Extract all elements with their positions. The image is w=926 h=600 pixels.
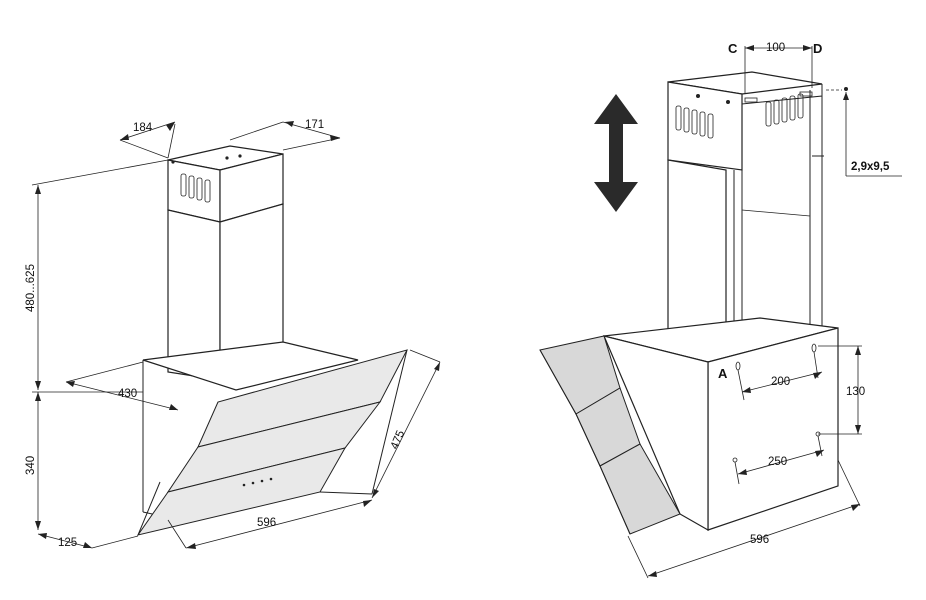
dim-340: 340 (25, 456, 37, 475)
chimney-lower-front (667, 159, 727, 345)
screw-hole (726, 100, 730, 104)
label-a: A (718, 366, 728, 381)
dim-100: 100 (766, 42, 785, 54)
frame-vent-slots-left (675, 105, 714, 139)
screw-spec: 2,9x9,5 (851, 161, 890, 173)
slot (744, 97, 758, 103)
dim-200: 200 (771, 376, 790, 388)
dim-184: 184 (133, 122, 153, 134)
dim-250: 250 (768, 456, 787, 468)
dim-596: 596 (257, 517, 276, 529)
left-hood-drawing: 184 171 480...625 340 430 475 (25, 119, 441, 549)
frame-vent-slots-right (765, 93, 804, 127)
control-buttons (242, 477, 273, 487)
hood-body-top (142, 341, 359, 391)
screw-hole (171, 160, 175, 164)
label-c: C (728, 41, 738, 56)
dim-596-right: 596 (750, 534, 769, 546)
right-hood-drawing: C 100 D 2,9x9,5 A 200 130 25 (539, 41, 902, 579)
slot (799, 91, 813, 97)
double-vertical-arrow-icon (594, 94, 638, 212)
chimney-vent-slots (180, 173, 211, 203)
hood-body-front (707, 327, 839, 531)
dim-125: 125 (58, 537, 77, 549)
screw-hole (238, 154, 242, 158)
screw-hole (696, 94, 700, 98)
screw-icon (844, 87, 848, 91)
hood-body-side (602, 335, 709, 532)
screw-hole (225, 156, 229, 160)
dim-171: 171 (305, 119, 324, 131)
dim-130: 130 (846, 386, 865, 398)
dim-480-625: 480...625 (25, 264, 37, 312)
dim-430: 430 (118, 388, 137, 400)
label-d: D (813, 41, 822, 56)
